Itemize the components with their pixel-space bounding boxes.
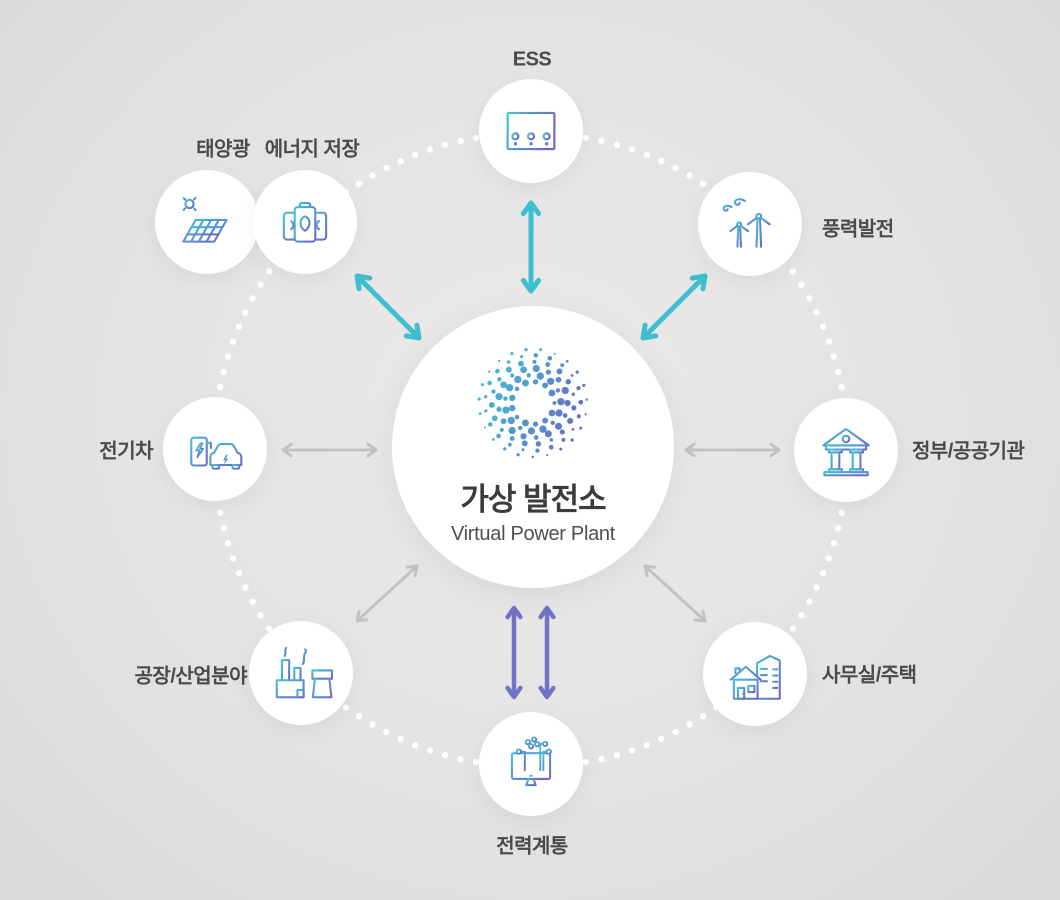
node-storage xyxy=(253,170,357,274)
label-gov: 정부/공공기관 xyxy=(912,440,1025,463)
factory-icon xyxy=(275,646,333,699)
power-grid-monitor-icon xyxy=(510,736,552,788)
battery-leaf-icon xyxy=(282,201,328,243)
label-ess: ESS xyxy=(512,48,552,71)
label-grid: 전력계통 xyxy=(496,835,568,858)
center-subtitle: Virtual Power Plant xyxy=(450,523,616,545)
center-title: 가상 발전소 xyxy=(460,482,606,517)
office-house-icon xyxy=(729,654,781,700)
node-wind xyxy=(698,172,802,276)
ev-charging-icon xyxy=(187,436,243,470)
government-building-icon xyxy=(822,428,870,477)
ess-battery-rack-icon xyxy=(506,111,556,151)
label-office: 사무실/주택 xyxy=(822,664,917,687)
wind-turbine-icon xyxy=(722,198,775,249)
label-factory: 공장/산업분야 xyxy=(134,665,248,688)
center-hub: 가상 발전소 Virtual Power Plant xyxy=(392,306,674,588)
label-ev: 전기차 xyxy=(99,440,153,463)
node-grid xyxy=(479,712,583,816)
label-solar: 태양광 xyxy=(196,138,250,161)
vpp-dot-swirl-logo xyxy=(477,347,589,459)
node-solar xyxy=(155,170,259,274)
node-ess xyxy=(479,79,583,183)
label-storage: 에너지 저장 xyxy=(264,138,360,161)
node-office xyxy=(703,622,807,726)
label-wind: 풍력발전 xyxy=(822,218,894,241)
node-ev xyxy=(163,397,267,501)
node-gov xyxy=(794,398,898,502)
solar-panel-icon xyxy=(179,194,230,247)
node-factory xyxy=(249,621,353,725)
